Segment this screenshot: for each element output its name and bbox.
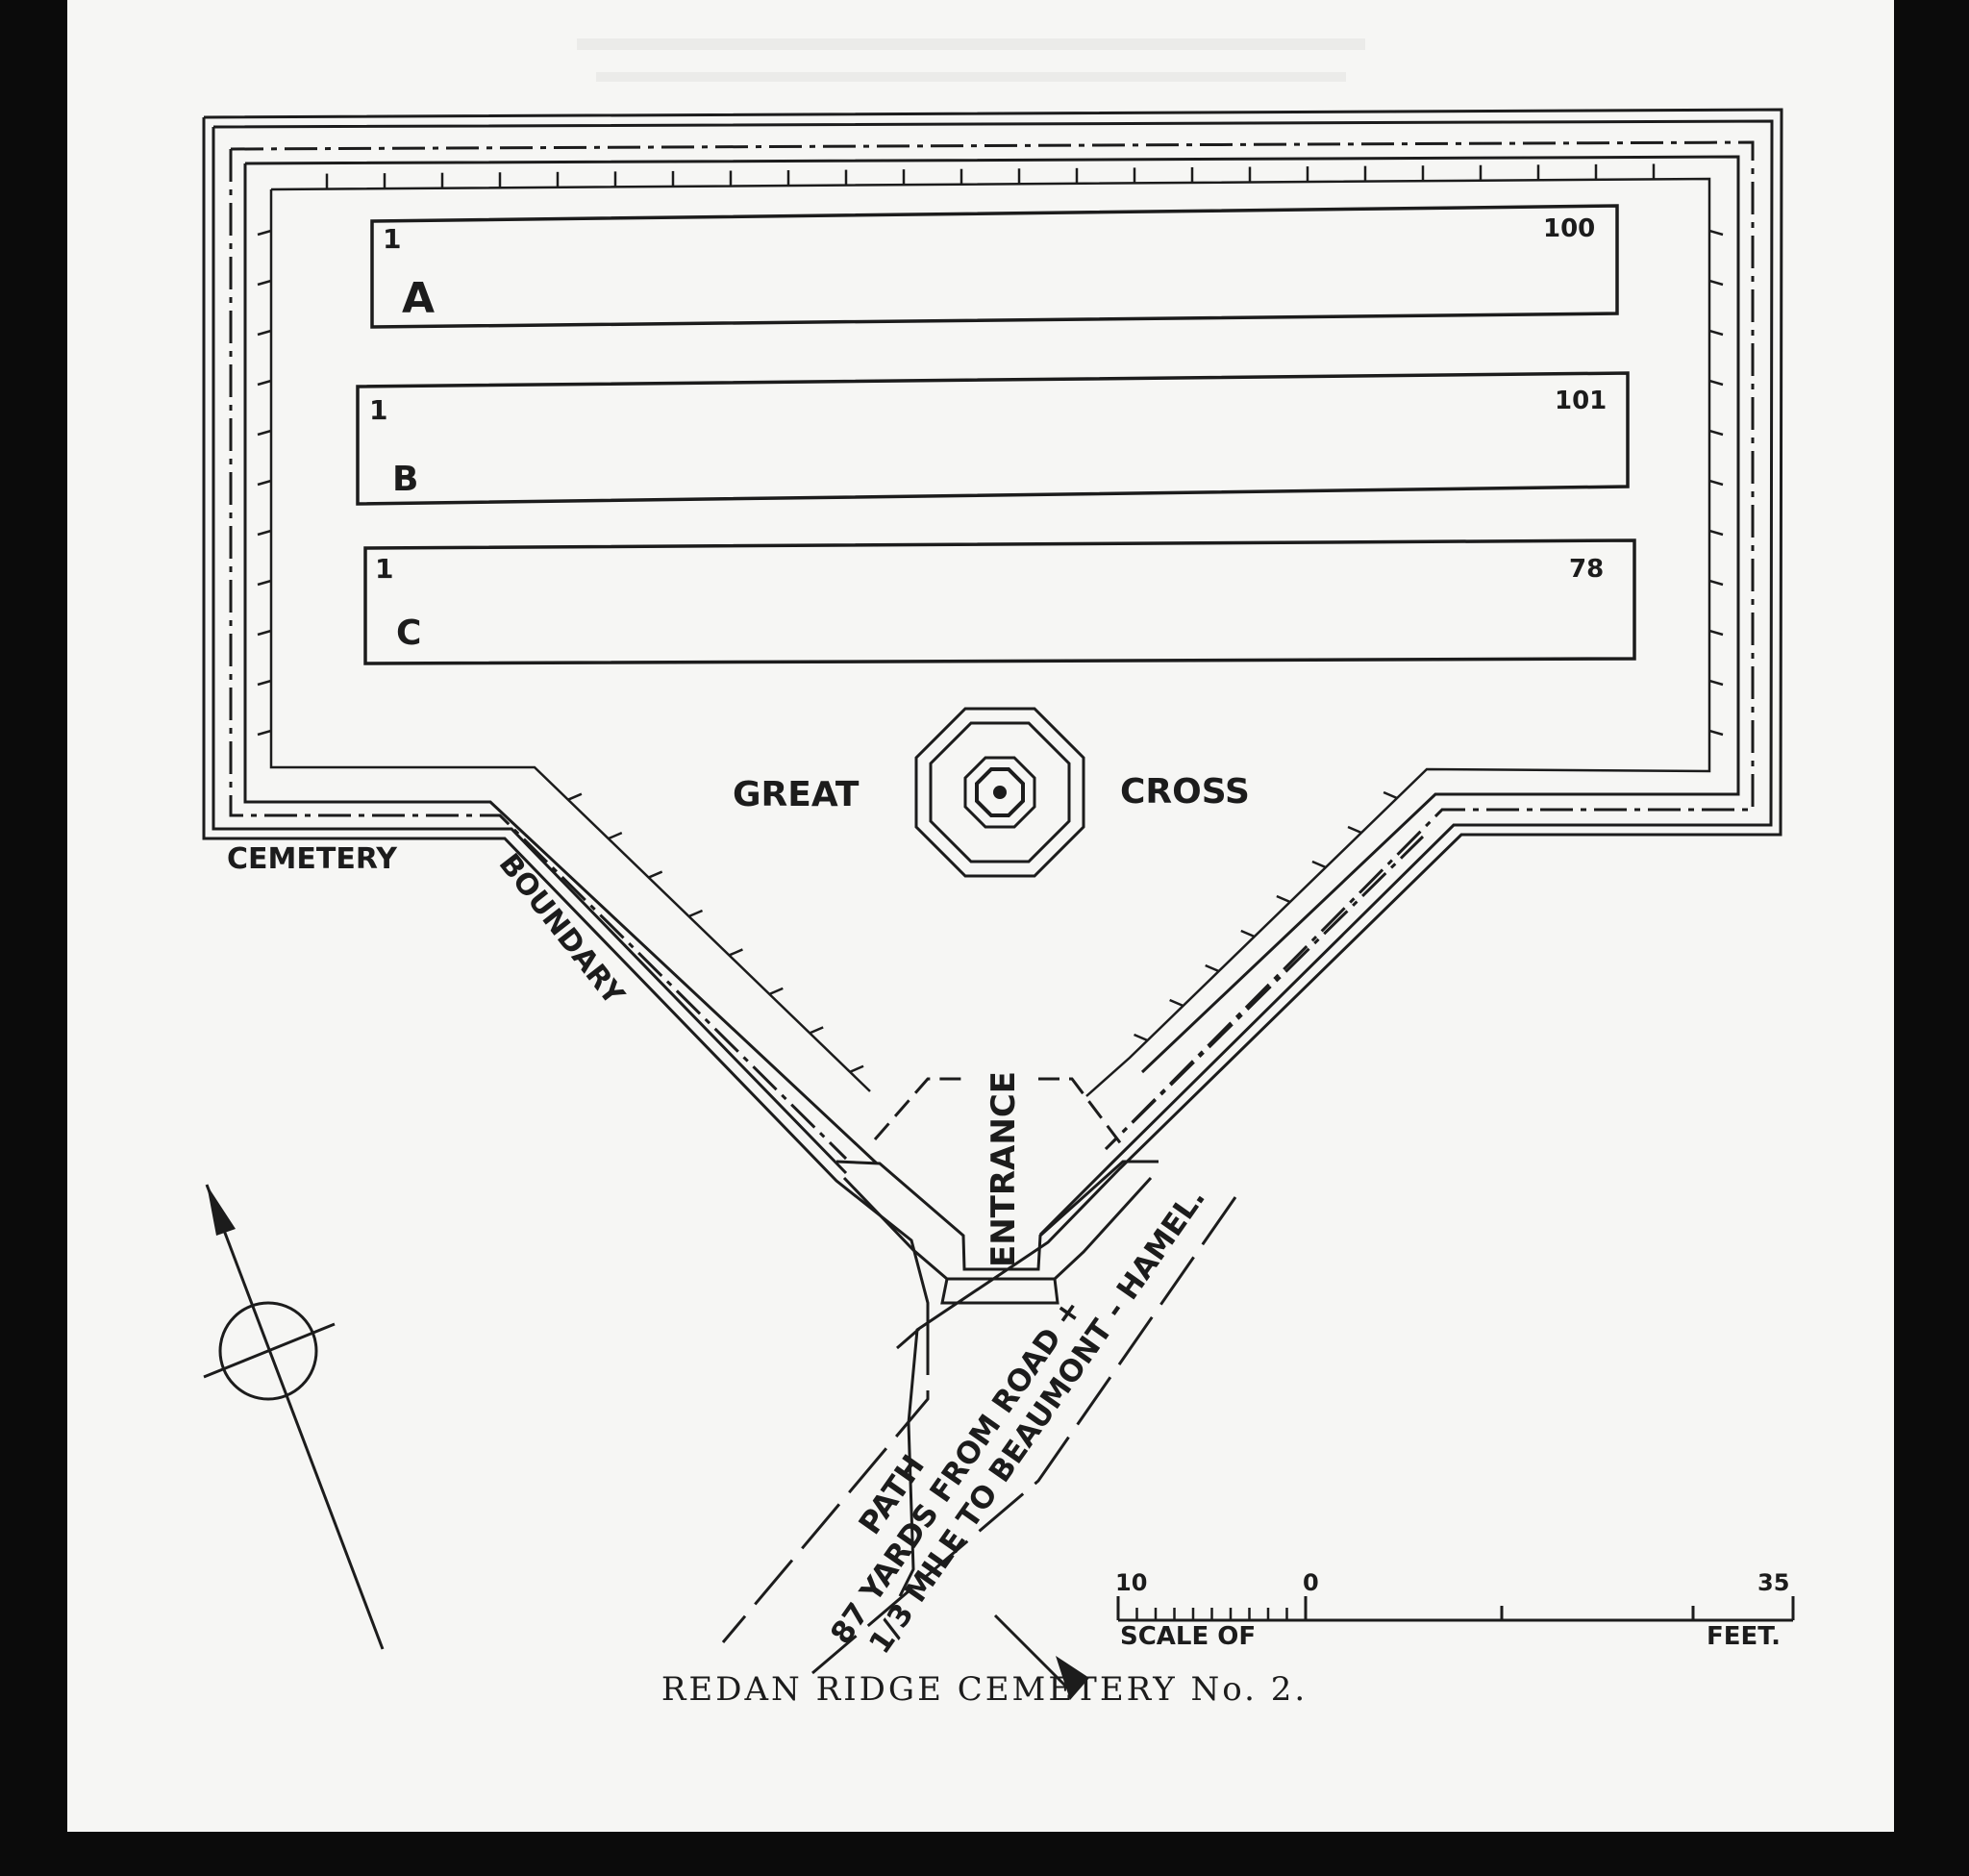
hedge-tick: [257, 729, 272, 737]
row-c-box: [363, 538, 1636, 665]
scale-tick-left: 10: [1115, 1569, 1147, 1596]
entrance-label: ENTRANCE: [984, 1071, 1023, 1267]
hedge-tick: [1708, 679, 1724, 687]
boundary-left-wall-2: [212, 127, 848, 1175]
hedge-tick: [849, 1064, 864, 1073]
north-arrow-icon: [203, 1184, 385, 1650]
hedge-tick: [1708, 479, 1724, 487]
row-a-letter: A: [402, 274, 435, 323]
scale-tick-right: 35: [1757, 1569, 1789, 1596]
row-a-last-number: 100: [1543, 214, 1595, 243]
boundary-inner-line: [243, 155, 1740, 1165]
boundary-outer-line-2: [212, 119, 1774, 1237]
hedge-tick: [728, 948, 743, 957]
hedge-tick: [257, 379, 272, 387]
row-b-first-number: 1: [369, 394, 387, 426]
hedge-tick: [1708, 329, 1724, 337]
path-line-left: [721, 1317, 930, 1643]
monument-label-right: CROSS: [1120, 772, 1250, 812]
entrance-building: [835, 1077, 1159, 1305]
path-line-right: [811, 1196, 1237, 1675]
row-c-last-number: 78: [1569, 555, 1604, 584]
hedge-line: [269, 177, 1711, 1097]
hedge-tick: [1134, 1033, 1149, 1042]
hedge-tick: [257, 579, 272, 587]
hedge-tick: [1708, 429, 1724, 437]
boundary-left-wall: [202, 117, 930, 1317]
scale-caption-left: SCALE OF: [1120, 1622, 1256, 1651]
row-c-letter: C: [396, 613, 421, 653]
hedge-tick: [257, 529, 272, 537]
paper-sheet: [67, 0, 1894, 1832]
hedge-tick: [1708, 629, 1724, 637]
grave-rows: [356, 204, 1636, 665]
hedge-tick: [257, 679, 272, 687]
hedge-tick: [1383, 790, 1398, 800]
hedge-tick: [809, 1026, 824, 1035]
hedge-tick: [257, 479, 272, 487]
hedge-tick: [768, 987, 784, 996]
hedge-tick: [1708, 729, 1724, 737]
hedge-tick: [257, 629, 272, 637]
hedge-tick: [257, 329, 272, 337]
great-cross-icon: [914, 707, 1085, 878]
row-b-box: [356, 371, 1630, 506]
hedge-tick: [257, 229, 272, 237]
row-a-first-number: 1: [383, 223, 401, 255]
row-c-first-number: 1: [375, 553, 393, 585]
hedge-tick: [1708, 229, 1724, 237]
hedge-tick: [257, 429, 272, 437]
hedge-tick: [1708, 379, 1724, 387]
hedge-tick: [567, 792, 583, 801]
hedge-tick: [1169, 998, 1184, 1008]
monument-label-left: GREAT: [733, 775, 860, 814]
row-a-box: [370, 204, 1619, 329]
hedge-tick: [1205, 963, 1220, 973]
hedge-tick: [1708, 529, 1724, 537]
hedge-tick: [257, 279, 272, 287]
road-arrow-icon: [1056, 1656, 1089, 1700]
boundary-outer-line-1: [203, 108, 1783, 1597]
hedge-tick: [1311, 860, 1327, 869]
scale-caption-right: FEET.: [1707, 1622, 1781, 1651]
row-b-last-number: 101: [1555, 387, 1607, 415]
hedge-tick: [1347, 825, 1362, 835]
plan-title: REDAN RIDGE CEMETERY No. 2.: [661, 1670, 1308, 1709]
hedge-tick: [648, 870, 663, 879]
hedge-tick: [1240, 929, 1256, 938]
hedge-tick: [1708, 279, 1724, 287]
scale-tick-zero: 0: [1303, 1569, 1319, 1596]
row-b-letter: B: [392, 460, 418, 499]
boundary-label-cemetery: CEMETERY: [227, 842, 398, 876]
hedge-tick: [1276, 894, 1291, 904]
show-through-text: [577, 38, 1365, 82]
hedge-tick: [1708, 579, 1724, 587]
hedge-tick: [688, 909, 704, 918]
hedge-tick: [608, 831, 623, 840]
scale-bar: [1116, 1596, 1795, 1622]
road-line: [993, 1613, 1074, 1694]
boundary-dashdot: [229, 140, 1755, 1161]
hedge-ticks: [257, 163, 1724, 1073]
